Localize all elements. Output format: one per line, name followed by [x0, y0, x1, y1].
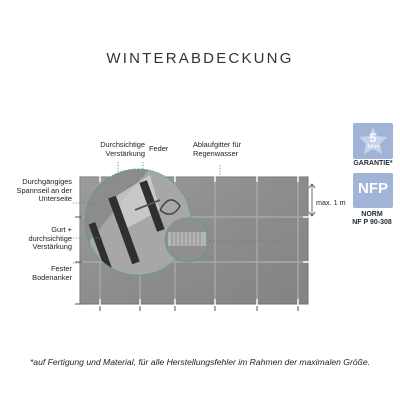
callout-line: Verstärkung [105, 148, 145, 158]
guarantee-number: 5 [369, 131, 377, 145]
footnote: *auf Fertigung und Material, für alle He… [29, 357, 371, 367]
callout-line: Feder [149, 144, 169, 153]
dimension-label: max. 1 m [316, 198, 346, 207]
norm-badge [353, 173, 393, 208]
norm-label: NORM NF P 90-308 [340, 211, 400, 228]
norm-logo: NFP [358, 180, 388, 197]
callout-clear-reinforcement: Durchsichtige Verstärkung [55, 140, 145, 158]
callout-line: Fester [51, 264, 72, 273]
norm-label-line-1: NORM [361, 211, 383, 218]
callout-anchor: Fester Bodenanker [2, 264, 72, 282]
anchor-spike-tips [75, 216, 299, 311]
callout-line: Bodenanker [32, 272, 72, 282]
callout-cable: Durchgängiges Spannseil an der Unterseit… [2, 177, 72, 204]
drain-zoom-circle [164, 217, 210, 263]
callout-line: Ablaufgitter für [193, 140, 242, 149]
guarantee-label: GARANTIE* [353, 160, 393, 167]
guarantee-badge [353, 123, 393, 159]
page-title: WINTERABDECKUNG [106, 50, 294, 67]
callout-line: durchsichtige [28, 233, 72, 243]
callout-strap: Gurt + durchsichtige Verstärkung [2, 225, 72, 252]
callout-leaders [73, 162, 221, 264]
dimension-arrow [308, 183, 316, 217]
callout-line: Unterseite [38, 194, 72, 204]
callout-spring: Feder [149, 144, 169, 154]
callout-line: Verstärkung [32, 242, 72, 252]
callout-line: Regenwasser [193, 148, 239, 158]
callout-line: Durchsichtige [100, 140, 145, 149]
callout-line: Gurt + [51, 225, 72, 234]
norm-label-line-2: NF P 90-308 [352, 219, 392, 227]
callout-line: Spannseil an der [16, 185, 72, 195]
callout-drain-grid: Ablaufgitter für Regenwasser [193, 140, 242, 158]
callout-line: Durchgängiges [22, 177, 72, 186]
guarantee-unit: Jahre [366, 144, 380, 150]
